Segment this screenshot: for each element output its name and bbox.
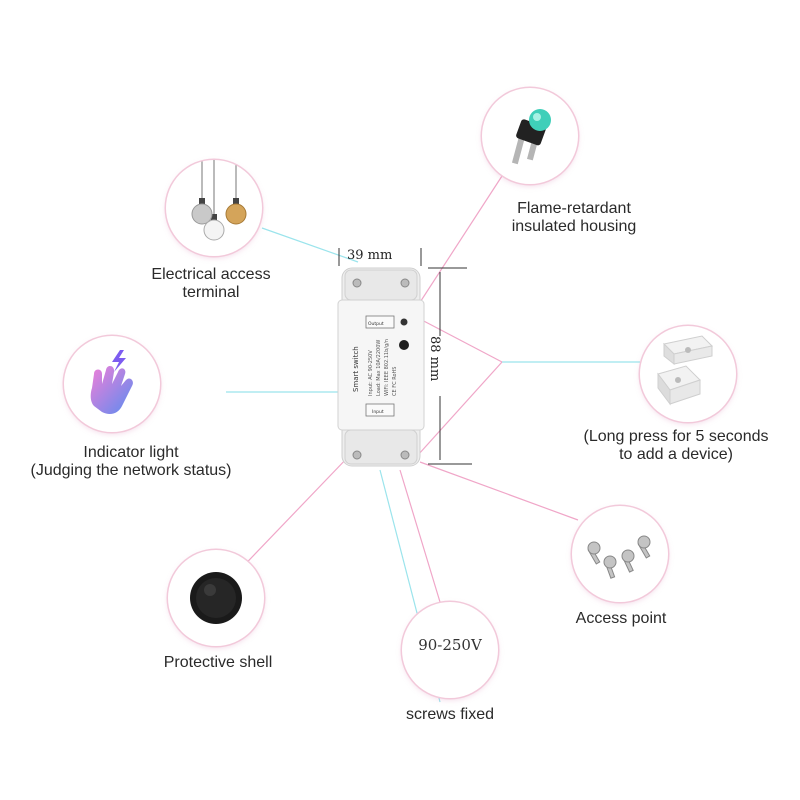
- screws-icon: [587, 535, 651, 579]
- push-button-icon: [190, 572, 242, 624]
- blocks-circle: [640, 326, 736, 422]
- indicator-light-label: Indicator light (Judging the network sta…: [6, 444, 256, 480]
- electrical-access-label: Electrical access terminal: [136, 266, 286, 302]
- indicator-light-line1: Indicator light: [83, 444, 179, 461]
- flame-retardant-label: Flame-retardant insulated housing: [494, 200, 654, 236]
- access-point-label: Access point: [575, 610, 667, 627]
- indicator-light-line2: (Judging the network status): [30, 462, 232, 479]
- flame-retardant-line1: Flame-retardant: [517, 200, 631, 217]
- electrical-access-line2: terminal: [182, 284, 240, 301]
- long-press-line1: (Long press for 5 seconds: [583, 428, 769, 445]
- protective-shell-label: Protective shell: [163, 654, 273, 671]
- screws-circle: [572, 506, 668, 602]
- height-dimension-text: 88 mm: [427, 336, 442, 382]
- screws-fixed-label: screws fixed: [405, 706, 495, 723]
- long-press-line2: to add a device): [619, 446, 733, 463]
- pendant-lamps-icon: [191, 160, 247, 241]
- hand-circle: [64, 336, 160, 432]
- plastic-blocks-icon: [657, 335, 714, 406]
- long-press-label: (Long press for 5 seconds to add a devic…: [566, 428, 786, 464]
- led-diode-icon: [511, 109, 551, 165]
- led-circle: [482, 88, 578, 184]
- voltage-circle: 90-250V: [402, 602, 498, 698]
- hand-touch-icon: [90, 350, 133, 414]
- voltage-badge: 90-250V: [418, 636, 482, 654]
- button-circle: [168, 550, 264, 646]
- flame-retardant-line2: insulated housing: [511, 218, 637, 235]
- lamps-circle: [166, 160, 262, 256]
- width-dimension: 39 mm: [347, 248, 393, 263]
- electrical-access-line1: Electrical access: [151, 266, 271, 283]
